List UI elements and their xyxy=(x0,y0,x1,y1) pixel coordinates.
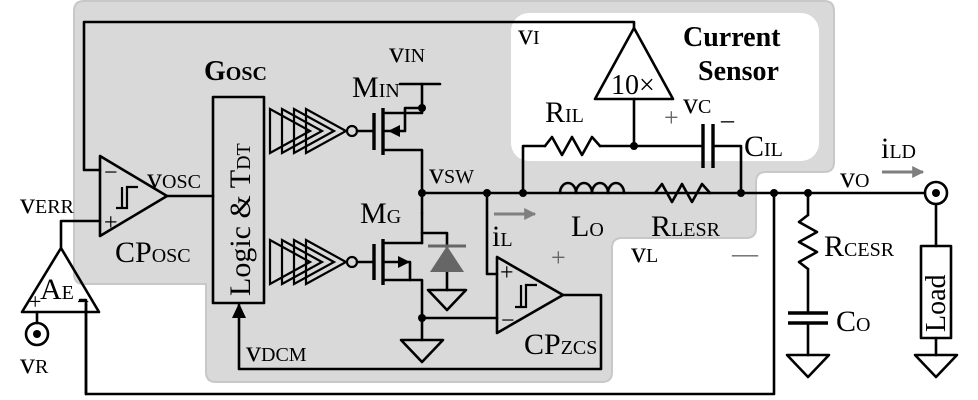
cp-zcs-comparator xyxy=(495,255,565,335)
v-o-label: vO xyxy=(840,161,869,194)
resistor-ril xyxy=(543,135,602,157)
v-in-label: vIN xyxy=(389,36,425,69)
current-sensor-title-line2: Sensor xyxy=(698,56,779,87)
l-o-label: LO xyxy=(571,210,604,243)
ae-error-amp xyxy=(20,246,101,314)
v-dcm-label: vDCM xyxy=(246,335,307,368)
v-sw-label: vSW xyxy=(429,157,474,190)
v-c-minus: _ xyxy=(720,96,735,125)
v-l-minus: — xyxy=(731,239,759,268)
logic-block-label: Logic & TDT xyxy=(224,143,257,296)
upper-gate-driver xyxy=(268,107,374,155)
r-il-label: RIL xyxy=(545,96,584,129)
resistor-rcesr xyxy=(797,213,819,271)
svg-text:−: − xyxy=(104,160,118,186)
svg-text:+: + xyxy=(104,210,118,236)
v-c-plus: + xyxy=(664,103,679,132)
cp-zcs-label: CPZCS xyxy=(524,328,597,361)
svg-text:+: + xyxy=(500,260,514,286)
c-o-label: CO xyxy=(836,305,870,338)
ae-label: AE xyxy=(40,273,74,306)
diode-ground-icon xyxy=(426,288,468,312)
m-g-nmos xyxy=(372,211,424,320)
resistor-rlesr xyxy=(653,182,712,204)
co-ground-icon xyxy=(785,353,831,379)
lower-gate-driver xyxy=(268,238,374,286)
i-l-label: iL xyxy=(492,220,513,253)
g-osc-title: GOSC xyxy=(204,56,267,87)
v-osc-label: vOSC xyxy=(147,162,201,195)
v-l-plus: + xyxy=(551,243,566,272)
v-err-label: vERR xyxy=(20,187,75,220)
i-ld-label: iLD xyxy=(881,132,916,165)
r-cesr-label: RCESR xyxy=(824,230,895,263)
m-in-pmos xyxy=(372,82,442,215)
v-l-label: vL xyxy=(631,236,658,269)
v-r-label: vR xyxy=(20,347,49,380)
v-r-terminal xyxy=(24,321,50,347)
cp-osc-comparator xyxy=(98,154,169,238)
svg-text:+: + xyxy=(29,289,41,314)
m-g-label: MG xyxy=(360,197,401,230)
c-il-label: CIL xyxy=(744,130,783,163)
cp-osc-label: CPOSC xyxy=(115,236,191,269)
v-i-label: vI xyxy=(518,18,540,51)
svg-text:−: − xyxy=(501,308,515,334)
amp-10x-label: 10× xyxy=(611,70,655,101)
svg-text:−: − xyxy=(77,289,89,314)
load-ground-icon xyxy=(913,353,959,379)
r-lesr-label: RLESR xyxy=(651,210,721,243)
logic-block xyxy=(211,95,266,305)
body-diode xyxy=(420,231,466,292)
current-sensor-title-line1: Current xyxy=(683,22,781,53)
load-label: Load xyxy=(921,274,952,332)
v-c-label: vC xyxy=(683,87,711,120)
mg-ground-icon xyxy=(399,338,445,364)
m-in-label: MIN xyxy=(352,71,400,104)
amp-10x xyxy=(593,26,675,101)
inductor-lo xyxy=(558,181,626,195)
